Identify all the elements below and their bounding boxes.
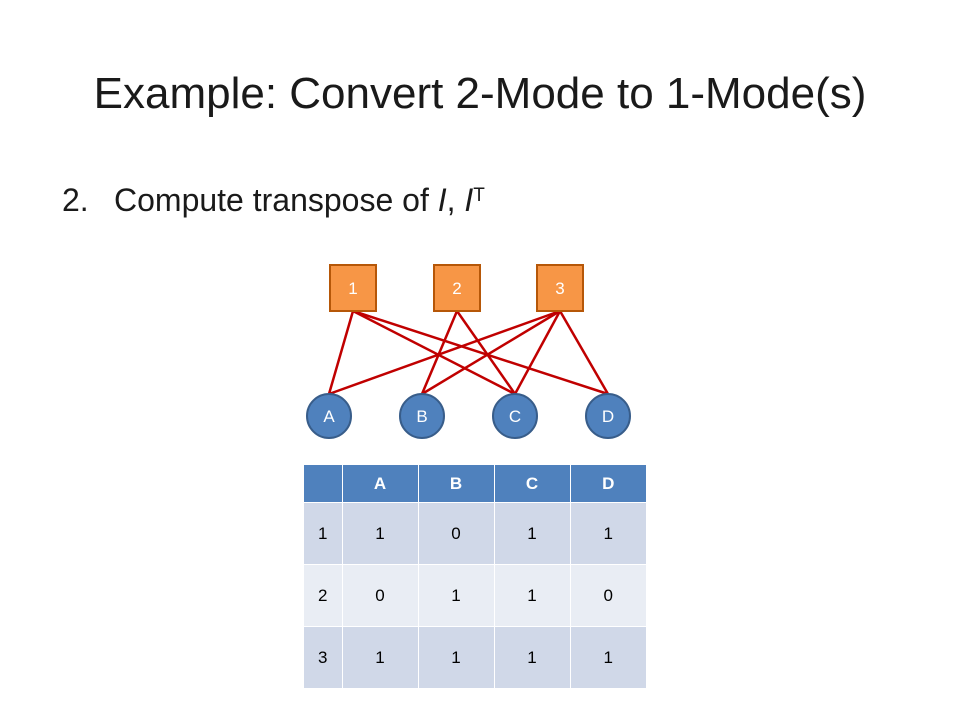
top-node-box xyxy=(536,264,584,312)
bottom-node: C xyxy=(492,393,538,439)
graph-edge-2-b xyxy=(420,310,459,395)
graph-edge-3-c xyxy=(513,310,562,395)
bottom-node-circle xyxy=(492,393,538,439)
matrix-row: 2 0 1 1 0 xyxy=(304,564,646,627)
matrix-col-header: C xyxy=(493,465,570,503)
matrix-col-header: D xyxy=(569,465,646,503)
bottom-node-label: D xyxy=(602,407,614,426)
top-node-label: 2 xyxy=(452,279,461,298)
bottom-node: A xyxy=(306,393,352,439)
top-node-box xyxy=(433,264,481,312)
bullet-item: 2.Compute transpose of I, IT xyxy=(62,176,485,224)
bottom-node-label: C xyxy=(509,407,521,426)
transpose-matrix: A B C D 1 1 0 1 1 2 0 1 1 0 3 1 1 1 1 xyxy=(304,465,646,688)
bullet-separator: , xyxy=(446,182,465,218)
top-node-label: 3 xyxy=(555,279,564,298)
bottom-node-circle xyxy=(399,393,445,439)
matrix-cell: 1 xyxy=(493,626,570,688)
bottom-node-label: A xyxy=(323,407,335,426)
graph-edge-3-a xyxy=(328,309,561,396)
matrix-row-header: 3 xyxy=(304,626,342,688)
matrix-corner-cell xyxy=(304,465,342,503)
graph-edges xyxy=(327,309,610,396)
matrix-row-header: 2 xyxy=(304,564,342,627)
bottom-node-circle xyxy=(306,393,352,439)
matrix-variable-i-transpose: I xyxy=(464,182,474,218)
matrix-col-header: B xyxy=(417,465,494,503)
top-node-label: 1 xyxy=(348,279,357,298)
matrix-cell: 1 xyxy=(493,564,570,627)
transpose-superscript: T xyxy=(473,185,485,206)
matrix-row: 3 1 1 1 1 xyxy=(304,626,646,688)
bipartite-graph: 1 2 3 A B C D xyxy=(306,264,631,439)
top-node: 1 xyxy=(329,264,377,312)
matrix-cell: 1 xyxy=(341,502,418,565)
graph-edge-3-b xyxy=(421,309,561,396)
bullet-number: 2. xyxy=(62,182,89,218)
matrix-cell: 1 xyxy=(417,564,494,627)
matrix-variable-i: I xyxy=(437,182,447,218)
top-node-group: 1 2 3 xyxy=(329,264,584,312)
bottom-node-group: A B C D xyxy=(306,393,631,439)
graph-edge-1-d xyxy=(352,309,609,396)
matrix-row-header: 1 xyxy=(304,502,342,565)
matrix-cell: 0 xyxy=(341,564,418,627)
top-node: 3 xyxy=(536,264,584,312)
matrix-cell: 1 xyxy=(569,626,646,688)
graph-edge-1-a xyxy=(327,310,355,395)
matrix-cell: 0 xyxy=(417,502,494,565)
top-node: 2 xyxy=(433,264,481,312)
matrix-cell: 1 xyxy=(569,502,646,565)
graph-edge-1-c xyxy=(352,309,516,396)
bottom-node: D xyxy=(585,393,631,439)
matrix-cell: 1 xyxy=(493,502,570,565)
graph-edge-2-c xyxy=(455,310,517,395)
matrix-cell: 1 xyxy=(341,626,418,688)
graph-edge-3-d xyxy=(558,310,610,395)
bottom-node-label: B xyxy=(416,407,427,426)
bottom-node-circle xyxy=(585,393,631,439)
matrix-cell: 1 xyxy=(417,626,494,688)
matrix-row: 1 1 0 1 1 xyxy=(304,502,646,565)
slide-title: Example: Convert 2-Mode to 1-Mode(s) xyxy=(93,69,867,118)
top-node-box xyxy=(329,264,377,312)
bottom-node: B xyxy=(399,393,445,439)
matrix-header-row: A B C D xyxy=(304,465,646,503)
matrix-col-header: A xyxy=(341,465,418,503)
bullet-text: Compute transpose of xyxy=(114,182,438,218)
matrix-cell: 0 xyxy=(569,564,646,627)
